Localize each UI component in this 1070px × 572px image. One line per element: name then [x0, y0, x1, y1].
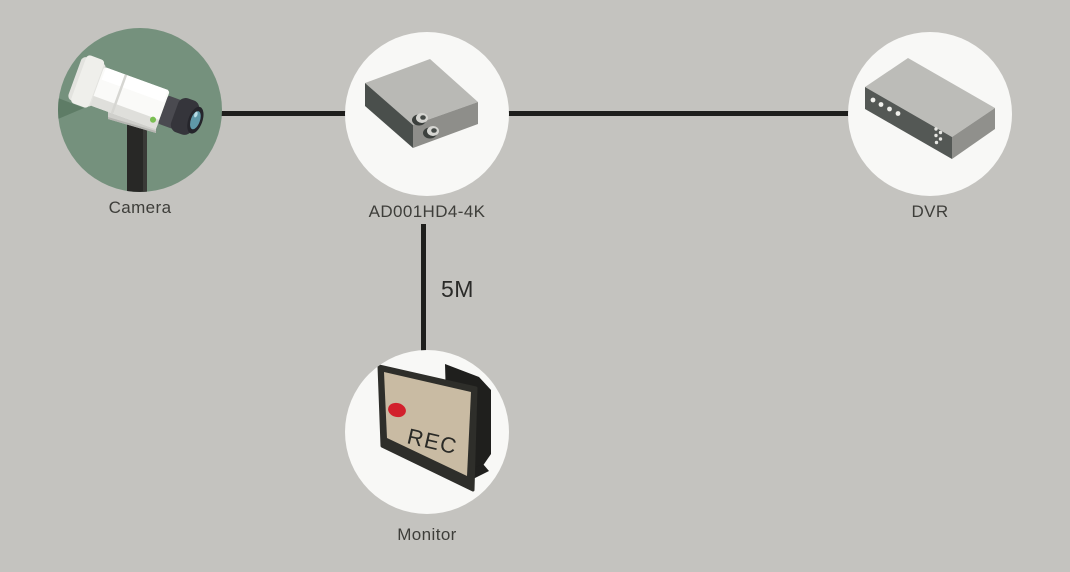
bnc-connectors [412, 113, 439, 139]
node-dvr: DVR [848, 32, 1012, 222]
dvr-connector-cluster [934, 127, 943, 145]
dvr-top-face [865, 58, 995, 137]
camera-body [68, 55, 204, 135]
monitor-rec-icon: REC [377, 364, 491, 492]
camera-post [127, 118, 147, 192]
node-label-dvr: DVR [911, 202, 949, 221]
ad001hd4-circle [345, 32, 509, 196]
node-label-camera: Camera [108, 198, 172, 217]
edge-length-label: 5M [441, 276, 474, 302]
converter-box-icon [365, 59, 478, 148]
node-label-ad001hd4: AD001HD4-4K [368, 202, 486, 221]
recording-dot [388, 402, 406, 418]
camera-led [150, 116, 157, 123]
node-camera: Camera [58, 28, 222, 218]
node-label-monitor: Monitor [397, 525, 457, 544]
cctv-camera-icon [58, 55, 204, 192]
node-ad001hd4-4k: AD001HD4-4K [345, 32, 509, 222]
box-front-face [365, 83, 413, 148]
lens-mount [158, 95, 183, 129]
edge-ad001hd4-to-monitor [421, 224, 426, 360]
camera-circle [58, 28, 222, 192]
dvr-side-face [952, 108, 995, 159]
camera-mount-wedge [58, 98, 84, 119]
dvr-circle [848, 32, 1012, 196]
monitor-circle: REC [345, 350, 509, 514]
monitor-screen [384, 372, 471, 476]
box-top-face [365, 59, 478, 125]
node-monitor: REC Monitor [345, 350, 509, 545]
dvr-front-leds [870, 97, 901, 116]
lens-glass [190, 111, 201, 130]
dvr-front-face [865, 87, 952, 159]
edge-camera-to-ad001hd4-to-dvr [140, 111, 930, 116]
dvr-box-icon [865, 58, 995, 159]
